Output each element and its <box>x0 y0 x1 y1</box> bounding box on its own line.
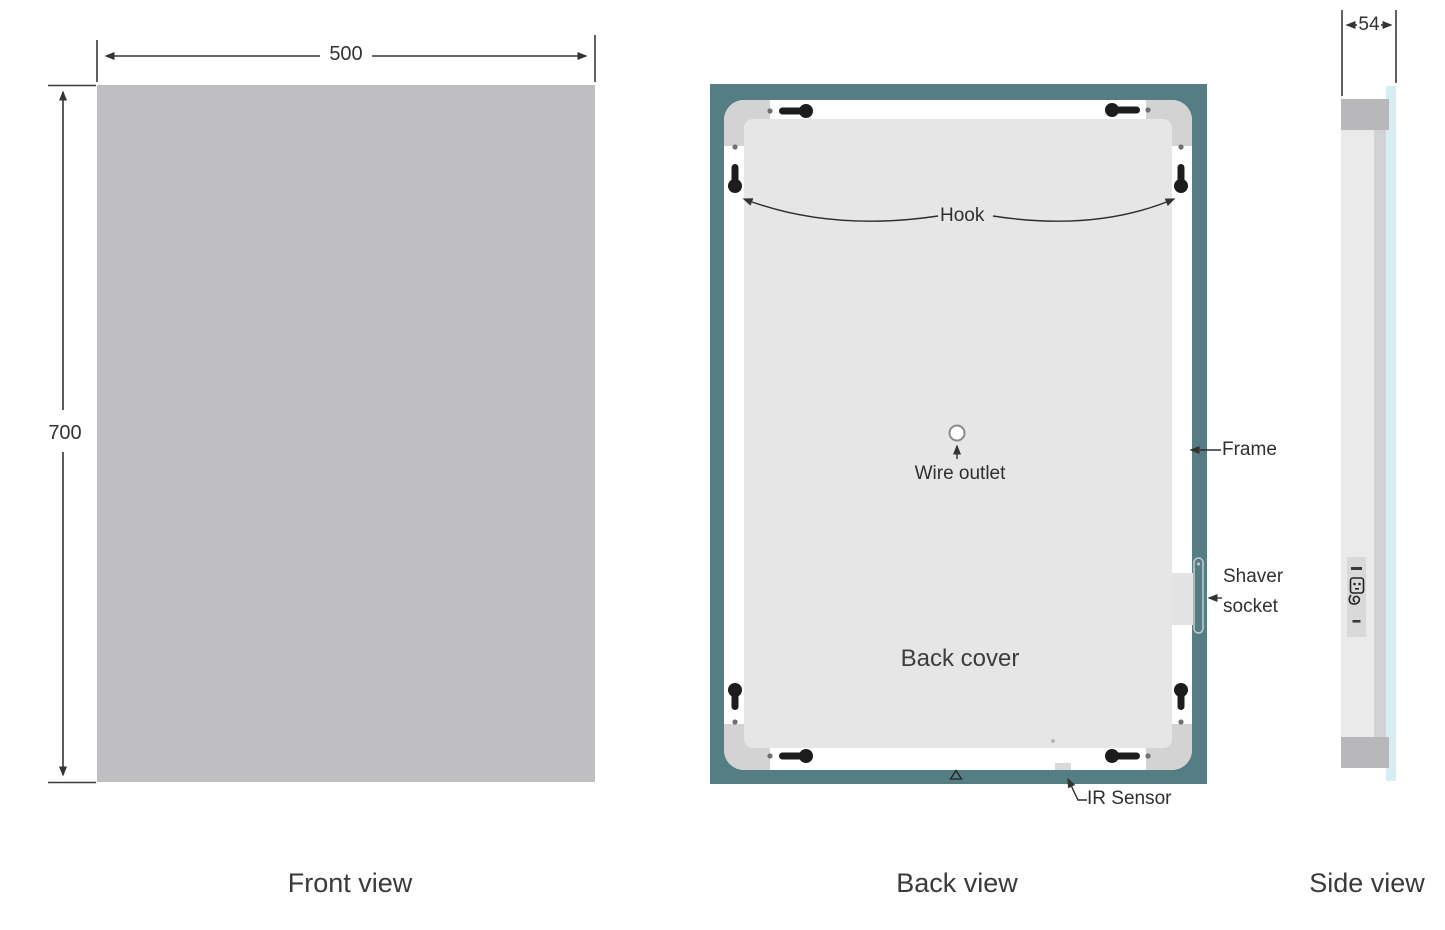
side-view-glass <box>1386 86 1396 781</box>
front-view-mirror-face <box>97 85 595 782</box>
side-view-caption: Side view <box>1309 868 1425 898</box>
frame-label: Frame <box>1222 439 1277 460</box>
side-view-bottom-cap <box>1341 737 1389 768</box>
shaver-socket-sticker <box>1347 557 1366 637</box>
side-depth-dimension-value: 54 <box>1358 14 1380 35</box>
side-view-inner-strip <box>1374 99 1386 768</box>
wire-outlet-label: Wire outlet <box>914 463 1006 484</box>
shaver-socket-sticker-icon <box>1348 567 1365 623</box>
side-view-top-cap <box>1341 99 1389 130</box>
back-view-caption: Back view <box>896 868 1018 898</box>
shaver-socket-label-line2: socket <box>1223 596 1278 617</box>
shaver-socket-label-line1: Shaver <box>1223 566 1284 587</box>
front-height-dimension-value: 700 <box>42 422 88 445</box>
shaver-socket-tab <box>1172 573 1193 625</box>
back-cover-label: Back cover <box>900 645 1020 672</box>
hook-label: Hook <box>940 205 985 226</box>
front-view-caption: Front view <box>287 868 413 898</box>
front-width-dimension-value: 500 <box>322 43 370 66</box>
ir-sensor-label: IR Sensor <box>1087 788 1172 809</box>
